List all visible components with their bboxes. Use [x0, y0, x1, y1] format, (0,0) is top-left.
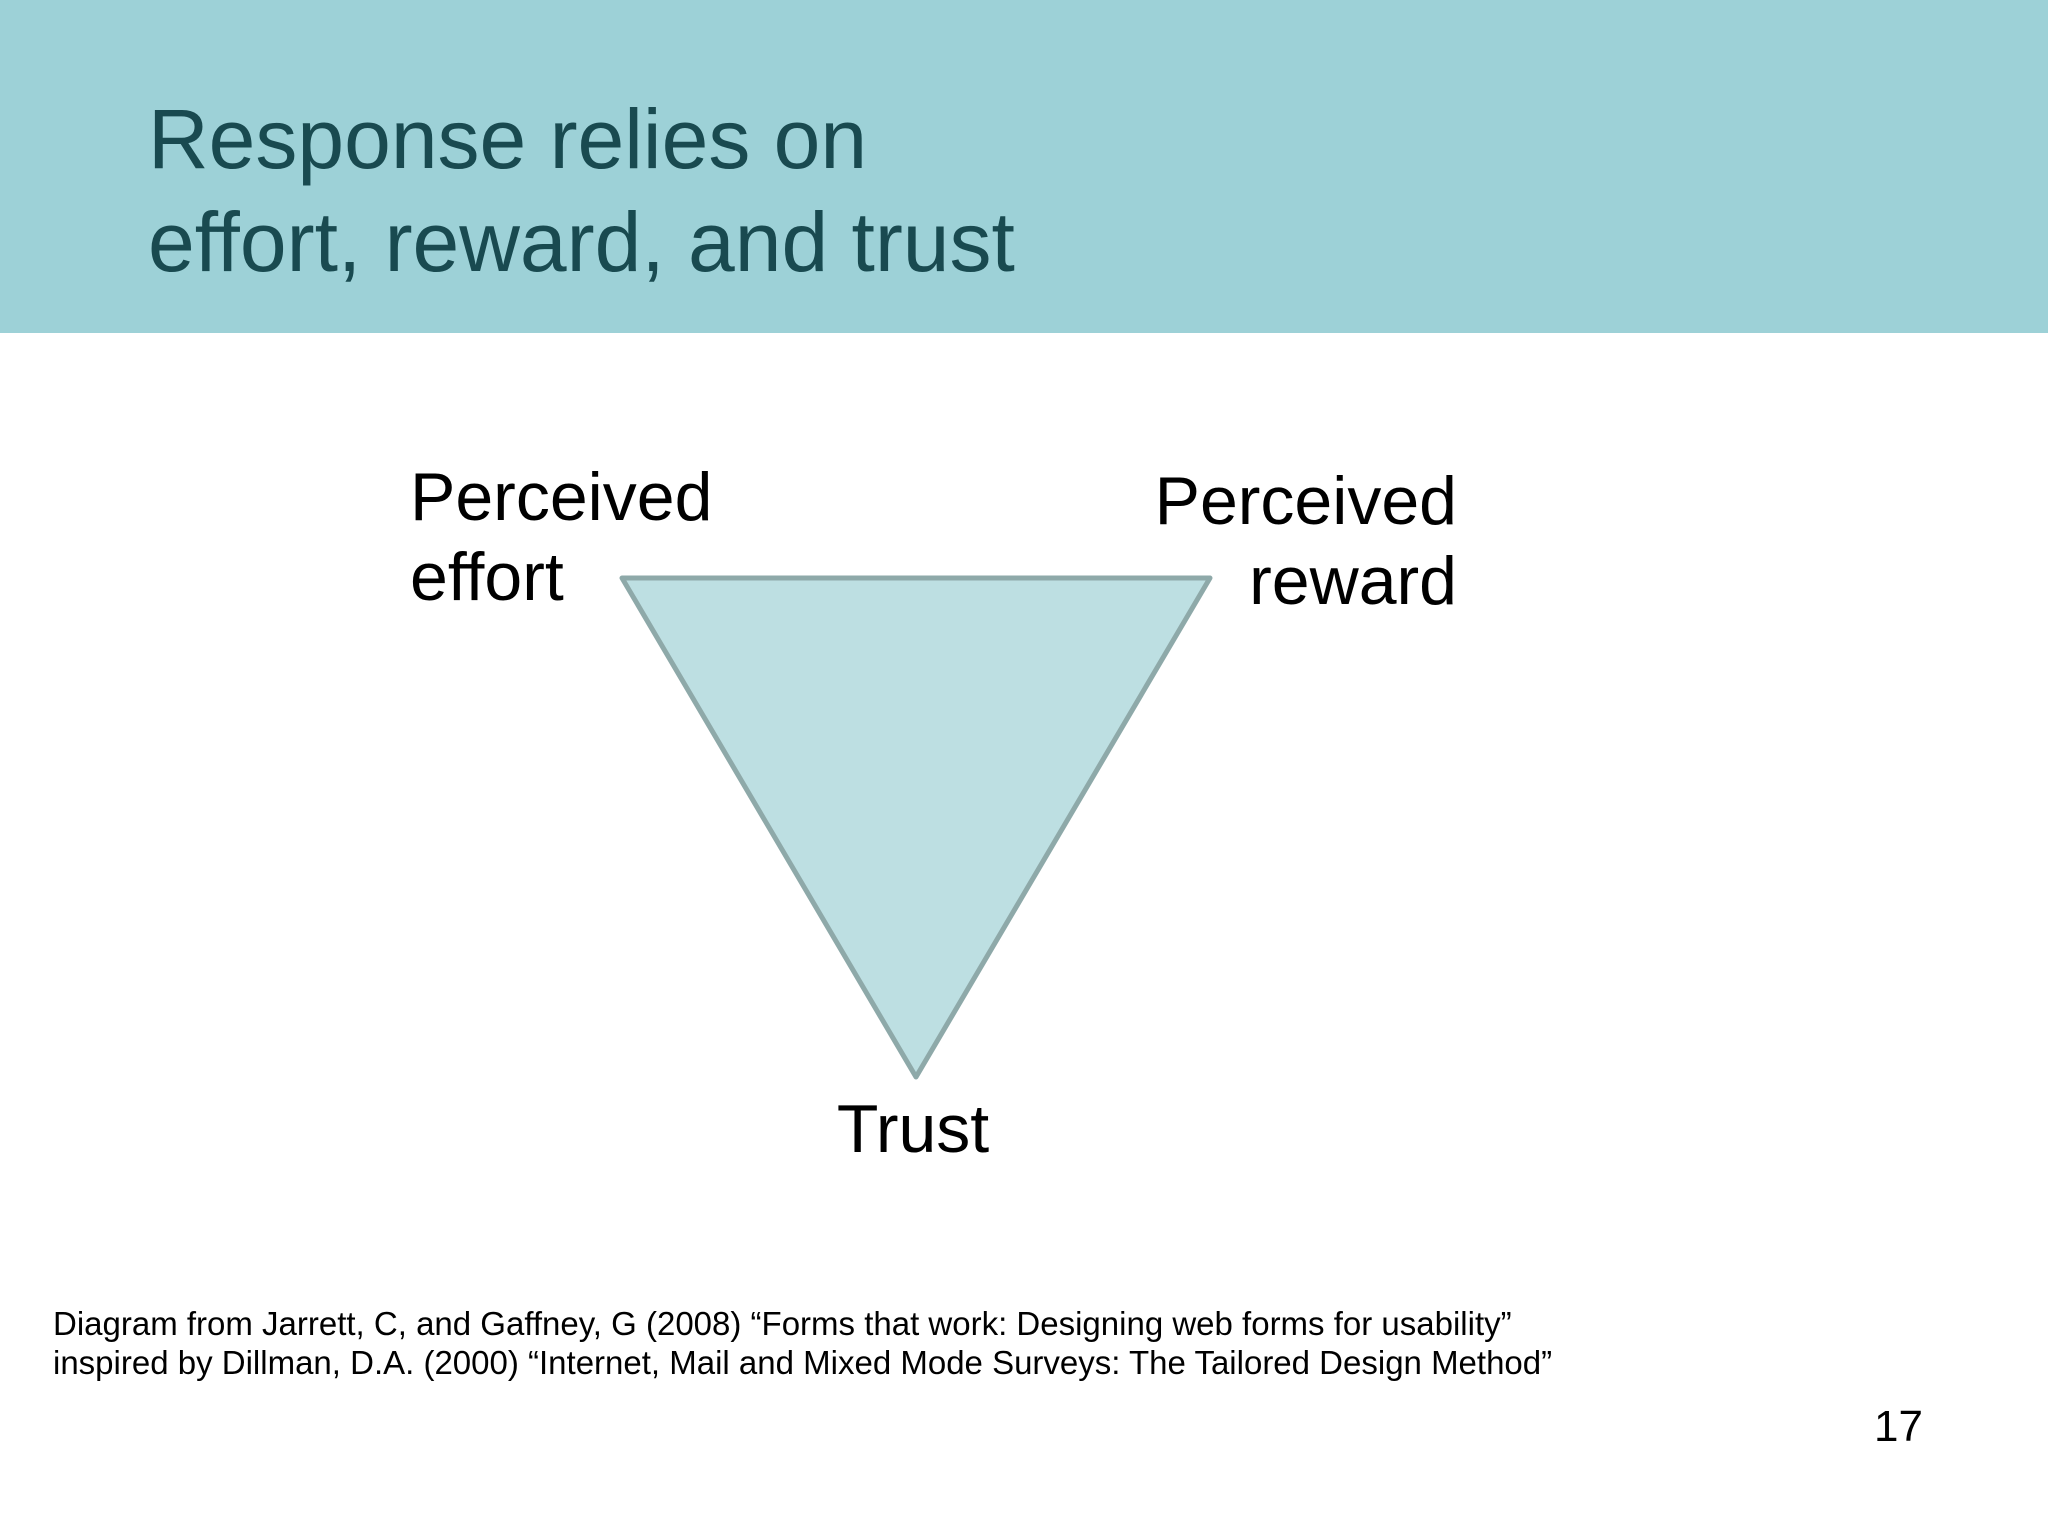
- citation-line1: Diagram from Jarrett, C, and Gaffney, G …: [53, 1305, 1512, 1342]
- label-trust-text: Trust: [836, 1091, 990, 1167]
- slide-title-line2: effort, reward, and trust: [148, 195, 1015, 289]
- label-perceived-reward-line2: reward: [1249, 543, 1457, 619]
- citation: Diagram from Jarrett, C, and Gaffney, G …: [53, 1304, 1552, 1382]
- label-perceived-reward: Perceived reward: [1155, 461, 1457, 621]
- slide-title-line1: Response relies on: [148, 92, 868, 186]
- slide-title: Response relies on effort, reward, and t…: [148, 88, 1015, 294]
- citation-line2: inspired by Dillman, D.A. (2000) “Intern…: [53, 1344, 1553, 1381]
- label-perceived-effort-line1: Perceived: [410, 459, 713, 535]
- inverted-triangle-shape: [619, 575, 1213, 1080]
- header-band: [0, 0, 2048, 333]
- label-perceived-effort: Perceived effort: [410, 457, 712, 617]
- label-trust: Trust: [763, 1089, 1063, 1169]
- label-perceived-reward-line1: Perceived: [1154, 463, 1457, 539]
- label-perceived-effort-line2: effort: [410, 539, 564, 615]
- page-number: 17: [1874, 1402, 1923, 1451]
